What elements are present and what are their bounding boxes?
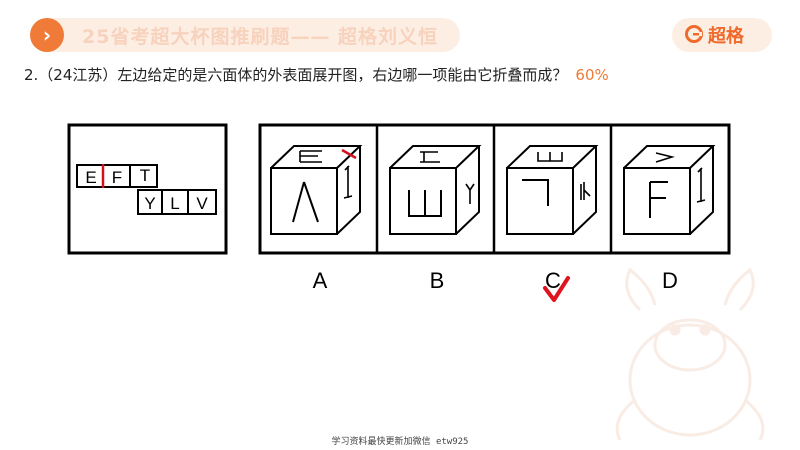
brand-pill (672, 18, 772, 52)
correct-check-icon (543, 276, 570, 302)
mascot-watermark-icon (615, 267, 765, 441)
net-letter-t: T (140, 166, 150, 185)
option-label-d: D (662, 268, 678, 293)
header-bar: › 25省考超大杯图推刷题—— 超格刘义恒 超格 (0, 0, 800, 62)
accuracy-rate: 60% (575, 66, 609, 84)
net-face-v (187, 189, 217, 215)
cube-option-b[interactable] (389, 145, 482, 235)
net-panel (67, 123, 228, 255)
net-letter-f: F (112, 168, 122, 187)
option-label-a: A (313, 268, 328, 293)
net-letter-l: L (170, 194, 179, 213)
cube-option-c[interactable] (506, 145, 599, 235)
forward-arrow-icon[interactable]: › (30, 18, 64, 52)
net-letter-v: V (196, 194, 208, 213)
question-stem: 2.（24江苏）左边给定的是六面体的外表面展开图，右边哪一项能由它折叠而成？ (24, 66, 568, 84)
question-text: 2.（24江苏）左边给定的是六面体的外表面展开图，右边哪一项能由它折叠而成？ 60… (24, 64, 609, 85)
title-pill (30, 18, 460, 52)
footer-note: 学习资料最快更新加微信 etw925 (331, 437, 469, 447)
net-letter-e: E (85, 168, 96, 187)
course-title: 25省考超大杯图推刷题—— 超格刘义恒 (82, 26, 439, 48)
options-panel (258, 123, 731, 255)
brand-name: 超格 (708, 26, 744, 47)
option-label-b: B (430, 268, 445, 293)
cube-option-d[interactable] (623, 145, 716, 235)
cube-option-a[interactable] (270, 145, 363, 235)
net-face-t (129, 164, 158, 188)
option-label-c: C (545, 268, 561, 293)
net-letter-y: Y (144, 194, 155, 213)
brand-logo-icon (685, 25, 703, 43)
